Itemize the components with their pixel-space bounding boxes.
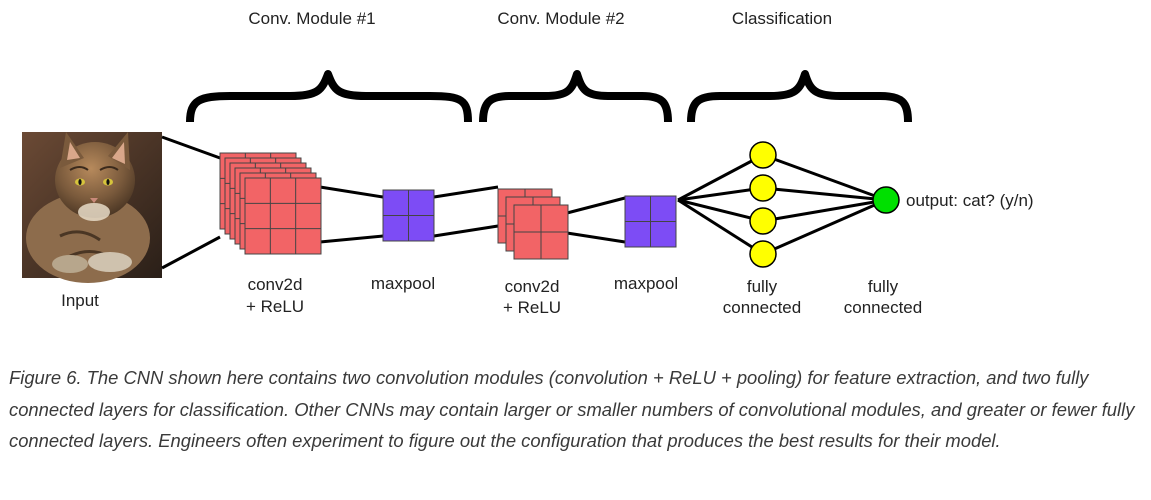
brace-conv2 — [479, 70, 672, 123]
fc-layer-1 — [749, 141, 777, 268]
fc-node — [749, 207, 777, 235]
maxpool-block-1 — [382, 189, 435, 242]
label-conv2d-1-line1: conv2d — [248, 275, 303, 294]
label-fc-2-line2: connected — [844, 298, 922, 317]
fc-node — [749, 240, 777, 268]
conv-stack-1 — [219, 152, 322, 255]
label-output: output: cat? (y/n) — [906, 191, 1034, 210]
module-title-classification: Classification — [732, 9, 832, 28]
label-maxpool-2: maxpool — [614, 274, 678, 293]
label-fc-1-line2: connected — [723, 298, 801, 317]
feature-map — [513, 204, 569, 260]
output-node — [872, 186, 900, 214]
brace-classification — [687, 70, 912, 123]
label-fc-1-line1: fully — [747, 277, 778, 296]
label-conv2d-2-line1: conv2d — [505, 277, 560, 296]
label-conv2d-2-line2: + ReLU — [503, 298, 561, 317]
connections — [161, 135, 626, 270]
conv-stack-2 — [497, 188, 569, 260]
fc-node — [749, 141, 777, 169]
fc-connections — [677, 153, 887, 256]
cnn-diagram: Conv. Module #1 Conv. Module #2 Classifi… — [22, 9, 1034, 317]
fc-node — [749, 174, 777, 202]
feature-map — [244, 177, 322, 255]
input-cat-image — [22, 132, 162, 283]
module-title-conv1: Conv. Module #1 — [248, 9, 375, 28]
label-fc-2-line1: fully — [868, 277, 899, 296]
module-title-conv2: Conv. Module #2 — [497, 9, 624, 28]
label-input: Input — [61, 291, 99, 310]
label-conv2d-1-line2: + ReLU — [246, 297, 304, 316]
maxpool-block-2 — [624, 195, 677, 248]
figure-caption: Figure 6. The CNN shown here contains tw… — [9, 367, 1135, 451]
brace-conv1 — [186, 70, 472, 123]
label-maxpool-1: maxpool — [371, 274, 435, 293]
